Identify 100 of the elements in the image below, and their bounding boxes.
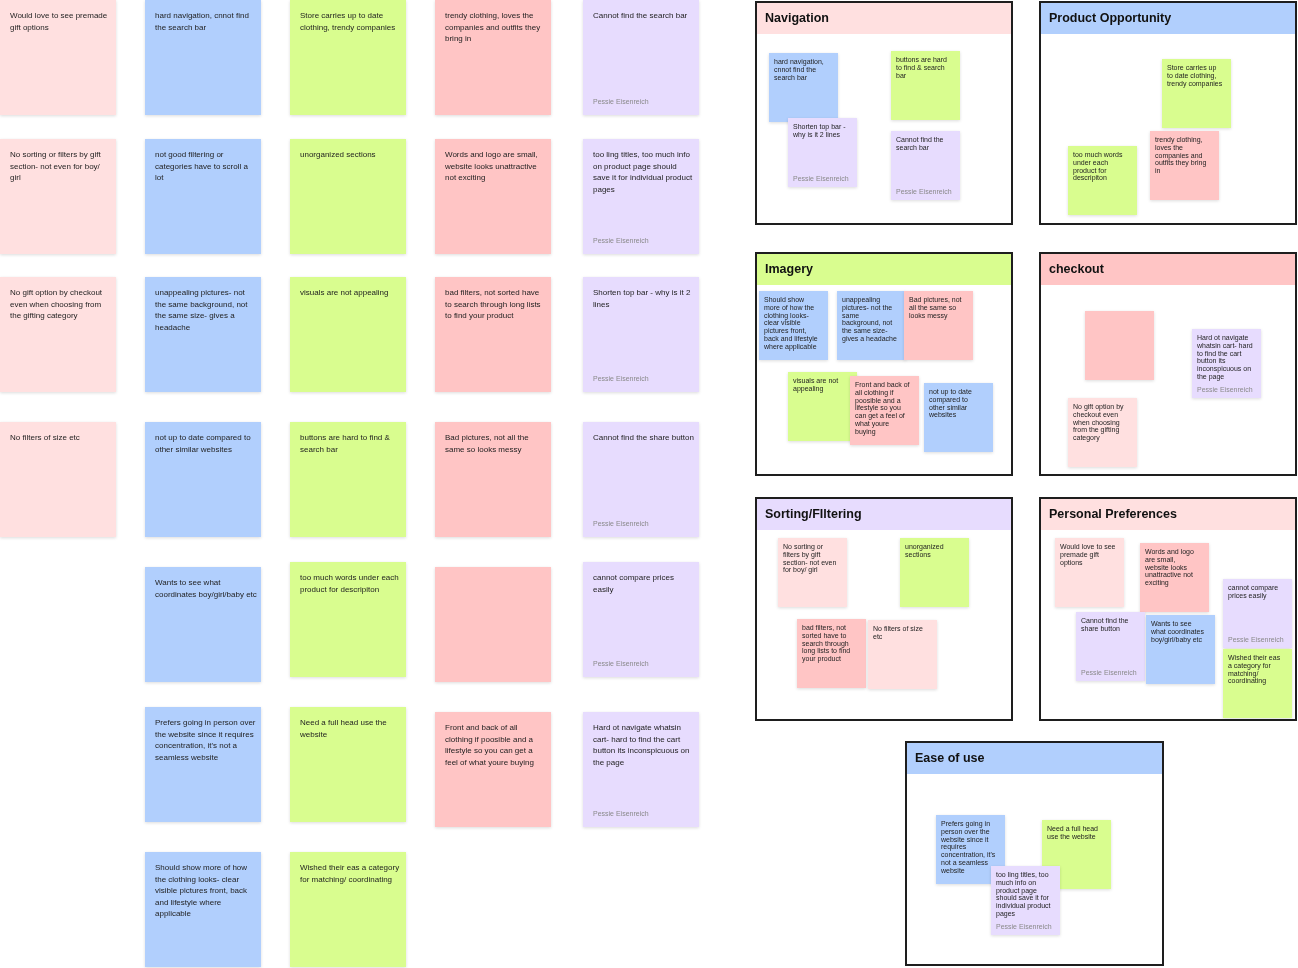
cluster-frame (755, 1, 1013, 225)
sticky-note (290, 277, 406, 392)
sticky-note (435, 712, 551, 827)
note-text: Would love to see premade gift options (10, 10, 109, 33)
note-text: buttons are hard to find & search bar (300, 432, 391, 455)
note-text: cannot compare prices easily (593, 572, 675, 595)
sticky-note (145, 852, 261, 967)
sticky-note (924, 383, 993, 452)
note-text: not good filtering or categories have to scroll a lot (155, 149, 249, 184)
note-text: Should show more of how the clothing looks- clear visible pictures front, back and lifestyle where applicable (155, 862, 249, 920)
sticky-note (904, 291, 973, 360)
sticky-note (583, 277, 699, 392)
sticky-note (900, 538, 969, 607)
sticky-note (435, 567, 551, 682)
cluster-frame (755, 252, 1013, 476)
note-text: Cannot find the search bar (593, 10, 688, 22)
sticky-note (145, 0, 261, 115)
note-text: Bad pictures, not all the same so looks messy (445, 432, 530, 455)
sticky-note (435, 422, 551, 537)
note-text: hard navigation, cnnot find the search bar (155, 10, 250, 33)
note-text: Front and back of all clothing if poosible and a lifestyle so you can get a feel of what youre buying (445, 722, 535, 768)
sticky-note (583, 139, 699, 254)
sticky-note (1223, 649, 1292, 718)
note-text: unorganized sections (300, 149, 376, 161)
cluster-frame (755, 497, 1013, 721)
sticky-note (778, 538, 847, 607)
sticky-note (0, 139, 116, 254)
sticky-note (1192, 329, 1261, 398)
note-text: No filters of size etc (10, 432, 80, 444)
note-text: visuals are not appealing (300, 287, 389, 299)
cluster-frame (1039, 252, 1297, 476)
note-text: Prefers going in person over the website since it requires concentration, it's not a seamless website (155, 717, 257, 763)
sticky-note (1162, 59, 1231, 128)
sticky-note (0, 0, 116, 115)
note-text: No gift option by checkout even when choosing from the gifting category (10, 287, 104, 322)
sticky-note (1146, 615, 1215, 684)
sticky-note (583, 0, 699, 115)
sticky-note (1223, 579, 1292, 648)
sticky-note (891, 131, 960, 200)
sticky-note (1140, 543, 1209, 612)
sticky-note (1076, 612, 1145, 681)
note-text: Cannot find the share button (593, 432, 694, 444)
sticky-note (290, 707, 406, 822)
sticky-note (145, 277, 261, 392)
sticky-note (769, 53, 838, 122)
sticky-note (1085, 311, 1154, 380)
note-text: Words and logo are small, website looks unattractive not exciting (445, 149, 539, 184)
sticky-note (290, 422, 406, 537)
sticky-note (0, 277, 116, 392)
note-text: trendy clothing, loves the companies and outfits they bring in (445, 10, 542, 45)
sticky-note (1150, 131, 1219, 200)
sticky-note (145, 422, 261, 537)
sticky-note (435, 0, 551, 115)
cluster-frame (1039, 1, 1297, 225)
note-text: Hard ot navigate whatsin cart- hard to find the cart button its inconspicuous on the page (593, 722, 691, 768)
sticky-note (1055, 538, 1124, 607)
note-text: Need a full head use the website (300, 717, 388, 740)
sticky-note (891, 51, 960, 120)
note-text: Store carries up to date clothing, trendy companies (300, 10, 397, 33)
note-text: not up to date compared to other similar websites (155, 432, 252, 455)
sticky-note (850, 376, 919, 445)
cluster-frame (905, 741, 1164, 966)
sticky-note (583, 712, 699, 827)
sticky-note (991, 866, 1060, 935)
cluster-heading: Sorting/FIltering (757, 499, 1011, 530)
cluster-heading: Imagery (757, 254, 1011, 285)
cluster-heading: Product Opportunity (1041, 3, 1295, 34)
sticky-note (435, 139, 551, 254)
sticky-note (788, 118, 857, 187)
cluster-heading: Navigation (757, 3, 1011, 34)
note-text: unappealing pictures- not the same background, not the same size- gives a headache (155, 287, 249, 333)
note-text: too ling titles, too much info on product page should save it for individual product pages (593, 149, 694, 195)
sticky-note (290, 852, 406, 967)
note-text: Wished their eas a category for matching/ coordinating (300, 862, 401, 885)
note-text: No sorting or filters by gift section- not even for boy/ girl (10, 149, 102, 184)
sticky-note (145, 707, 261, 822)
sticky-note (435, 277, 551, 392)
note-text: Shorten top bar - why is it 2 lines (593, 287, 692, 310)
sticky-note (797, 619, 866, 688)
sticky-note (837, 291, 906, 360)
sticky-note (0, 422, 116, 537)
sticky-note (290, 0, 406, 115)
sticky-note (290, 139, 406, 254)
cluster-heading: Personal Preferences (1041, 499, 1295, 530)
sticky-note (788, 372, 857, 441)
sticky-note (290, 562, 406, 677)
cluster-heading: checkout (1041, 254, 1295, 285)
sticky-note (759, 291, 828, 360)
sticky-note (1068, 398, 1137, 467)
sticky-note (583, 422, 699, 537)
note-text: bad filters, not sorted have to search through long lists to find your product (445, 287, 542, 322)
note-text: Wants to see what coordinates boy/girl/baby etc (155, 577, 257, 600)
cluster-heading: Ease of use (907, 743, 1162, 774)
sticky-note (145, 567, 261, 682)
sticky-note (868, 620, 937, 689)
note-text: too much words under each product for descripiton (300, 572, 400, 595)
sticky-note (1068, 146, 1137, 215)
sticky-note (145, 139, 261, 254)
sticky-note (583, 562, 699, 677)
cluster-frame (1039, 497, 1297, 721)
